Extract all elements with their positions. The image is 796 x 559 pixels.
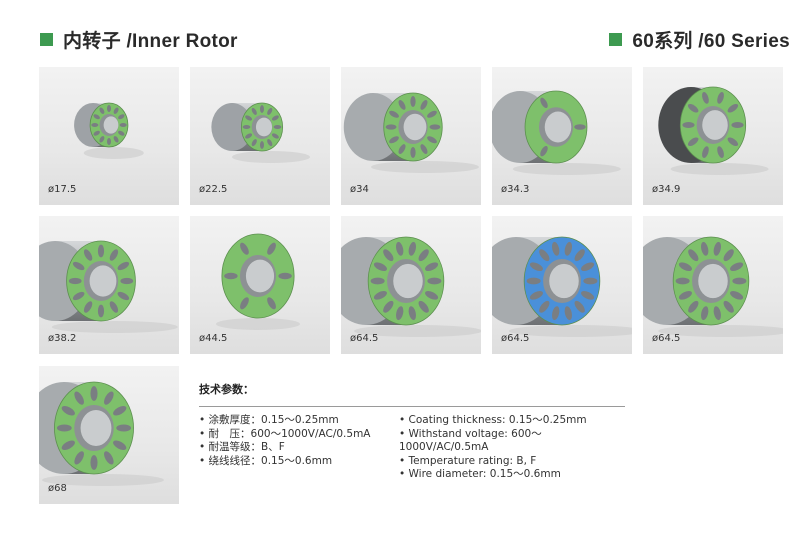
product-diameter-label: ø34.9 bbox=[652, 184, 681, 195]
spec-item: Temperature rating: B, F bbox=[399, 455, 625, 469]
rotor-image-icon bbox=[39, 240, 178, 333]
rotor-image-icon bbox=[492, 90, 621, 175]
spec-item: 耐温等级：B、F bbox=[199, 441, 399, 455]
series-title-text: 60系列 /60 Series bbox=[632, 31, 790, 52]
product-tile: ø68 bbox=[39, 366, 179, 504]
product-tile: ø64.5 bbox=[643, 216, 783, 354]
rotor-image-icon bbox=[341, 236, 481, 337]
spec-item: Withstand voltage: 600～1000V/AC/0.5mA bbox=[399, 428, 625, 455]
product-diameter-label: ø44.5 bbox=[199, 333, 228, 344]
section-title-series: 60系列 /60 Series bbox=[609, 26, 790, 53]
specs-chinese-list: 涂敷厚度：0.15～0.25mm 耐 压：600～1000V/AC/0.5mA … bbox=[199, 414, 399, 482]
section-title-inner-rotor: 内转子 /Inner Rotor bbox=[40, 26, 238, 53]
product-tile: ø64.5 bbox=[492, 216, 632, 354]
product-diameter-label: ø38.2 bbox=[48, 333, 77, 344]
product-tile: ø44.5 bbox=[190, 216, 330, 354]
specs-divider bbox=[199, 406, 625, 407]
rotor-image-icon bbox=[211, 102, 310, 163]
rotor-image-icon bbox=[39, 381, 164, 486]
product-diameter-label: ø34.3 bbox=[501, 184, 530, 195]
product-tile: ø17.5 bbox=[39, 67, 179, 205]
spec-item: 绕线线径：0.15～0.6mm bbox=[199, 455, 399, 469]
product-tile: ø22.5 bbox=[190, 67, 330, 205]
spec-item: Coating thickness: 0.15～0.25mm bbox=[399, 414, 625, 428]
green-square-icon bbox=[609, 33, 623, 46]
product-diameter-label: ø22.5 bbox=[199, 184, 228, 195]
rotor-image-icon bbox=[343, 92, 479, 173]
product-diameter-label: ø34 bbox=[350, 184, 369, 195]
spec-item: 耐 压：600～1000V/AC/0.5mA bbox=[199, 428, 399, 442]
product-diameter-label: ø17.5 bbox=[48, 184, 77, 195]
product-diameter-label: ø64.5 bbox=[501, 333, 530, 344]
specs-english-list: Coating thickness: 0.15～0.25mm Withstand… bbox=[399, 414, 625, 482]
product-diameter-label: ø68 bbox=[48, 483, 67, 494]
product-diameter-label: ø64.5 bbox=[652, 333, 681, 344]
technical-specs: 技术参数： 涂敷厚度：0.15～0.25mm 耐 压：600～1000V/AC/… bbox=[199, 381, 625, 482]
specs-title: 技术参数： bbox=[199, 383, 254, 396]
section-title-text: 内转子 /Inner Rotor bbox=[63, 31, 238, 52]
rotor-image-icon bbox=[216, 233, 300, 330]
product-tile: ø64.5 bbox=[341, 216, 481, 354]
rotor-image-icon bbox=[658, 86, 769, 175]
green-square-icon bbox=[40, 33, 53, 46]
spec-item: Wire diameter: 0.15～0.6mm bbox=[399, 468, 625, 482]
rotor-image-icon bbox=[643, 236, 783, 337]
rotor-image-icon bbox=[74, 102, 144, 159]
spec-item: 涂敷厚度：0.15～0.25mm bbox=[199, 414, 399, 428]
product-diameter-label: ø64.5 bbox=[350, 333, 379, 344]
product-tile: ø38.2 bbox=[39, 216, 179, 354]
product-tile: ø34.9 bbox=[643, 67, 783, 205]
product-tile: ø34 bbox=[341, 67, 481, 205]
product-tile: ø34.3 bbox=[492, 67, 632, 205]
rotor-image-icon bbox=[492, 236, 632, 337]
